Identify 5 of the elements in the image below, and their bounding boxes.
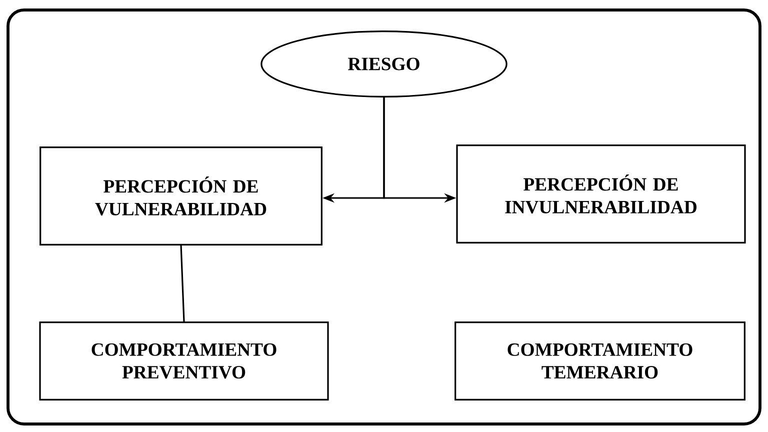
concept-box: COMPORTAMIENTO PREVENTIVO xyxy=(39,322,329,400)
connector xyxy=(180,245,185,322)
concept-box: PERCEPCIÓN DE VULNERABILIDAD xyxy=(40,146,322,246)
concept-box: COMPORTAMIENTO TEMERARIO xyxy=(454,322,746,400)
concept-box: PERCEPCIÓN DE INVULNERABILIDAD xyxy=(456,144,746,244)
